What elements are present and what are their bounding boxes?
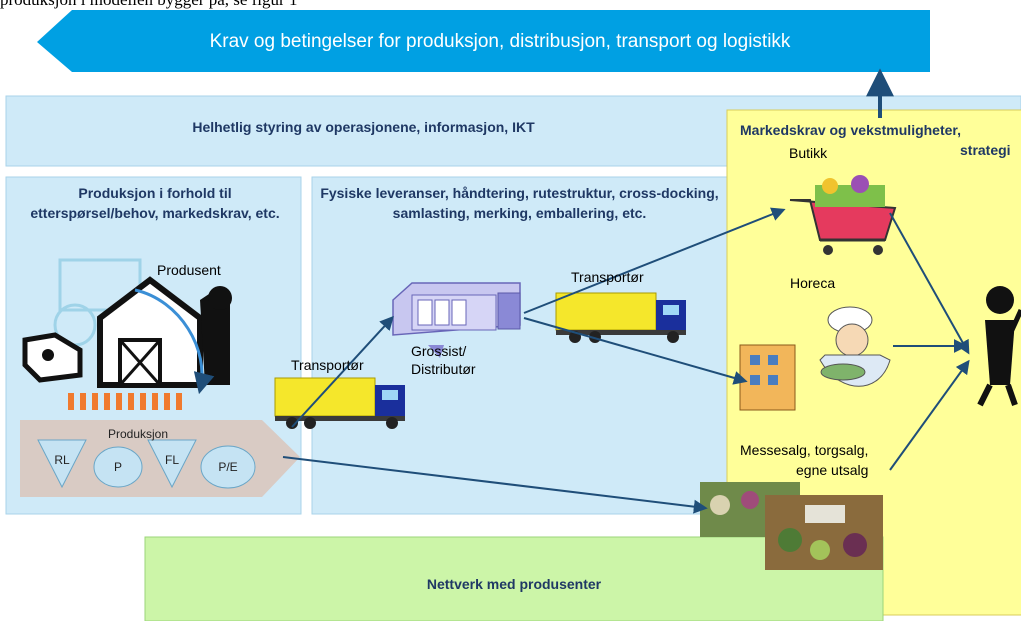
market-panel-title-line2: strategi	[960, 142, 1011, 158]
logistics-panel-title: Fysiske leveranser, håndtering, rutestru…	[320, 185, 719, 221]
market-panel-title: Markedskrav og vekstmuligheter,	[740, 122, 961, 138]
shape-pe-circle	[200, 445, 256, 489]
flow-arrows	[282, 207, 970, 514]
shape-pe-label: P/E	[218, 460, 238, 474]
horeca-icon	[739, 306, 891, 411]
shape-p-label: P	[113, 460, 122, 474]
consumer-figure-icon	[977, 286, 1021, 407]
wholesaler-label: Grossist/ Distributør	[411, 343, 476, 377]
transporter-label-2: Transportør	[571, 269, 644, 285]
producer-label: Produsent	[157, 262, 221, 278]
warehouse-icon	[392, 282, 521, 358]
banner-arrow	[37, 10, 930, 72]
butikk-label: Butikk	[789, 145, 828, 161]
production-label: Produksjon	[107, 427, 169, 441]
logistics-panel	[311, 176, 728, 515]
shape-fl-label: FL	[164, 453, 179, 467]
cutoff-body-text: produksjon i modellen bygger på, se figu…	[0, 0, 560, 12]
farm-illustration	[22, 258, 232, 410]
shape-rl-triangle	[37, 439, 87, 489]
shape-fl-triangle	[147, 439, 197, 489]
shape-p-circle	[93, 446, 143, 488]
network-bar-title: Nettverk med produsenter	[426, 576, 602, 592]
banner-title: Krav og betingelser for produksjon, dist…	[209, 31, 791, 52]
direct-sales-label: Messesalg, torgsalg, egne utsalg	[740, 442, 869, 478]
transporter-label-1: Transportør	[291, 357, 364, 373]
market-photos	[700, 482, 883, 570]
network-bar	[144, 536, 884, 621]
management-bar-title: Helhetlig styring av operasjonene, infor…	[192, 119, 535, 135]
truck-icon	[274, 377, 405, 429]
shape-rl-label: RL	[54, 453, 70, 467]
truck-icon-2	[555, 292, 686, 343]
production-panel-title: Produksjon i forhold til etterspørsel/be…	[30, 185, 280, 221]
shopping-cart-icon	[789, 175, 897, 255]
horeca-label: Horeca	[790, 275, 836, 291]
